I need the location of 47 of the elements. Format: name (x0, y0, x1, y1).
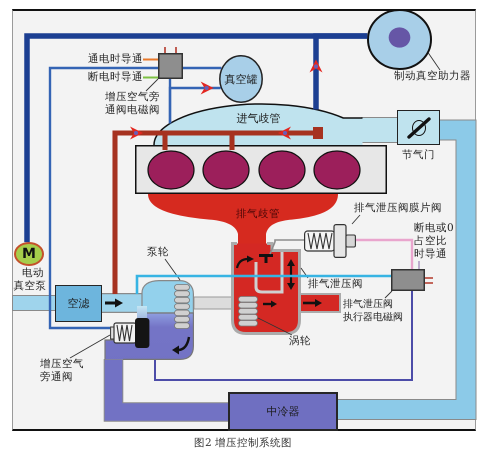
vacuum-hose (168, 82, 221, 124)
exhaust-manifold: 排气歧管 (148, 194, 338, 246)
leader-line (300, 268, 308, 278)
callout-label: 涡轮 (289, 335, 313, 348)
leader-line (143, 76, 158, 78)
pressure-hose (136, 274, 391, 280)
leader-line (164, 258, 180, 280)
vacuum-tank: 真空罐 (219, 55, 263, 103)
air-duct (362, 118, 397, 142)
callout-label: 排气泄压阀 (308, 278, 365, 291)
leader-line (258, 318, 292, 336)
solenoid-valve (158, 47, 183, 79)
pcv-valve (313, 127, 323, 139)
port-label: 通电时导通 (88, 53, 143, 66)
diaphragm-valve (304, 224, 356, 258)
figure-caption: 图2 增压控制系统图 (192, 437, 294, 450)
turbine-wheel (238, 296, 258, 327)
engine-block (135, 145, 387, 194)
intercooler: 中冷器 (228, 392, 338, 431)
vacuum-hose (48, 66, 158, 330)
leader-line (143, 58, 158, 60)
solenoid-valve (391, 269, 433, 291)
leader-line (428, 52, 440, 70)
vacuum-hose (183, 66, 222, 70)
pressure-hose (154, 291, 413, 381)
bypass-valve (110, 316, 150, 350)
callout-label: 增压空气旁通阀 (40, 358, 89, 384)
component-caption: 电动真空泵 (13, 267, 47, 293)
callout-label: 制动真空助力器 (394, 70, 473, 83)
leader-line (70, 334, 110, 358)
callout-label: 断电或0占空比时导通 (414, 222, 455, 261)
callout-label: 排气泄压阀膜片阀 (354, 202, 444, 215)
leader-line (352, 214, 360, 224)
leader-line (146, 78, 158, 92)
vacuum-hose (356, 238, 414, 269)
air-duct (13, 296, 55, 310)
air-duct (104, 360, 228, 421)
air-duct (338, 120, 476, 419)
linkage-rod (274, 239, 304, 242)
port-label: 断电时导通 (88, 71, 143, 84)
callout-label: 排气泄压阀执行器电磁阀 (343, 298, 407, 324)
brake-booster (367, 9, 432, 70)
component-label: 节气门 (402, 149, 435, 162)
leader-line (384, 290, 392, 298)
leader-line (418, 261, 420, 269)
air-filter: 空滤 (55, 285, 102, 322)
callout-label: 泵轮 (147, 246, 171, 259)
